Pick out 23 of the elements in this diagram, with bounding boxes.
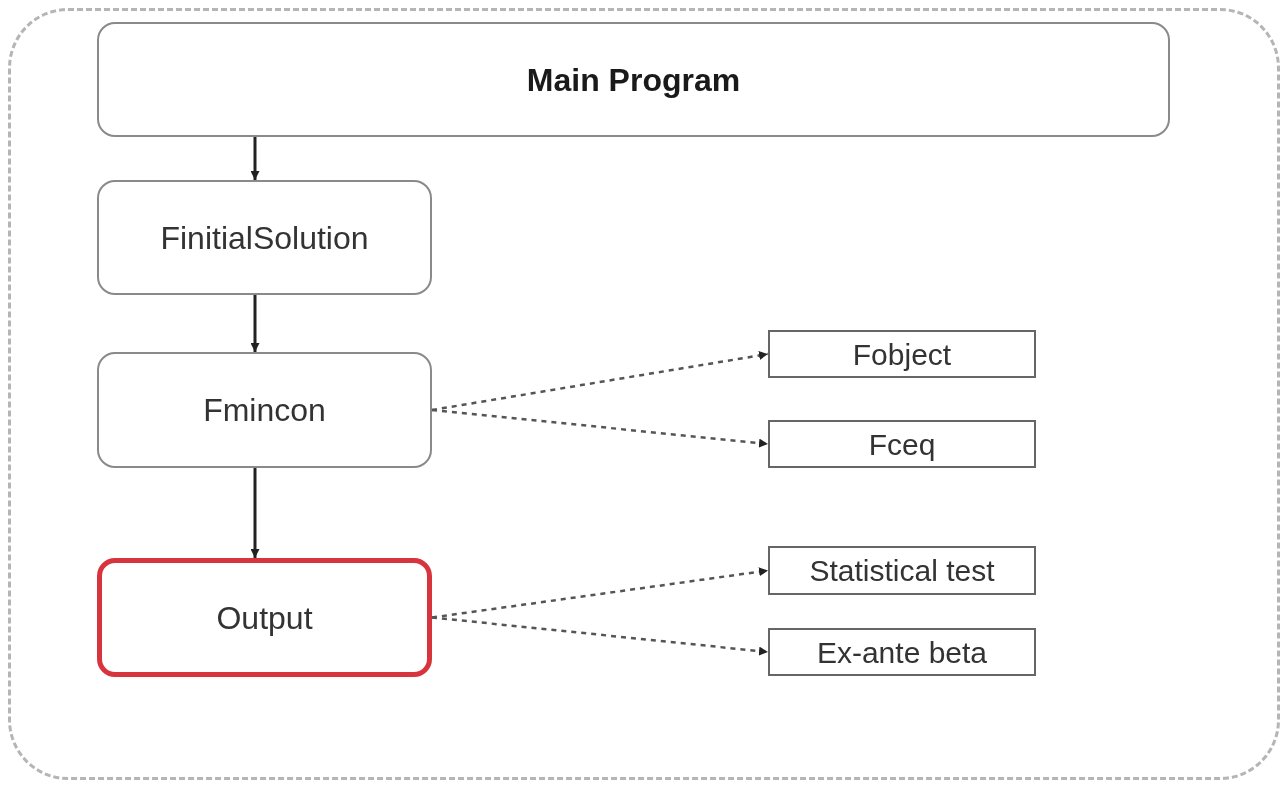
process-box — [97, 180, 432, 295]
arrow — [431, 351, 769, 412]
node-label: Statistical test — [809, 553, 995, 589]
node-label: Ex-ante beta — [816, 634, 988, 671]
function-box — [768, 628, 1036, 676]
arrow — [431, 616, 769, 656]
function-box — [768, 420, 1036, 468]
node-label: Main Program — [526, 60, 741, 100]
node-label: Fmincon — [203, 391, 326, 430]
function-box — [768, 546, 1036, 595]
output-box — [97, 558, 432, 677]
node-label: Fceq — [868, 426, 936, 463]
node-label: FinitialSolution — [160, 218, 369, 258]
arrow — [431, 408, 769, 448]
function-box — [768, 330, 1036, 378]
arrow — [250, 468, 260, 558]
process-box — [97, 352, 432, 468]
dashed-frame — [8, 8, 1280, 780]
node-label: Fobject — [852, 336, 952, 373]
node-label: Output — [216, 598, 313, 638]
process-box — [97, 22, 1170, 137]
arrow — [250, 137, 260, 180]
arrow — [250, 295, 260, 352]
